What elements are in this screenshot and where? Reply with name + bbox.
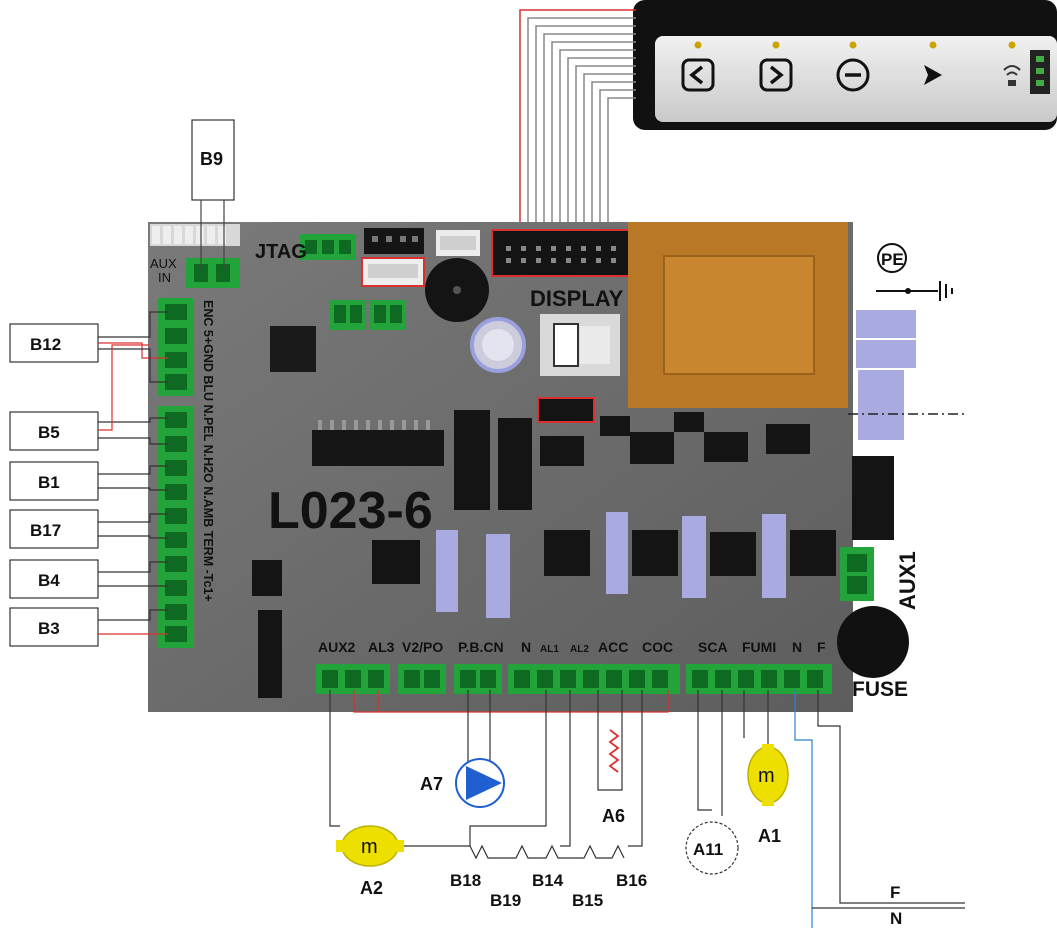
fuse-label: FUSE [852, 678, 908, 701]
transformer [628, 222, 848, 408]
line-n-label: N [890, 909, 902, 928]
a11-label: A11 [693, 840, 723, 859]
motor-a2-symbol: m [361, 836, 378, 858]
label-aux2: AUX2 [318, 639, 356, 655]
control-board: JTAG DISPLAY [148, 222, 965, 712]
motor-a2: m A2 [336, 825, 404, 898]
ribbon-cable [519, 9, 636, 245]
a2-label: A2 [360, 878, 383, 898]
line-f-label: F [890, 883, 900, 902]
b19-label: B19 [490, 891, 521, 910]
b1-label: B1 [38, 473, 60, 492]
device-a11: A11 [685, 821, 739, 875]
display-keypad [633, 0, 1057, 130]
bottom-terminal-blocks [316, 664, 832, 694]
motor-a1: m A1 [747, 744, 789, 846]
display-connector [491, 229, 633, 277]
label-f: F [817, 639, 826, 655]
left-sensor-boxes: B12 B5 B1 B17 B4 B3 [9, 323, 99, 647]
minus-icon[interactable] [836, 58, 870, 92]
a6-label: A6 [602, 806, 625, 826]
left-terminal-block [158, 298, 194, 648]
label-al2: AL2 [570, 644, 589, 655]
aux-in-label-bottom: IN [158, 270, 171, 285]
a1-label: A1 [758, 826, 781, 846]
sensor-b9: B9 [191, 119, 235, 270]
label-sca: SCA [698, 639, 728, 655]
b3-label: B3 [38, 619, 60, 638]
chevron-right-icon[interactable] [759, 58, 793, 92]
label-fumi: FUMI [742, 639, 776, 655]
left-wires [98, 311, 168, 635]
label-n2: N [792, 639, 802, 655]
pe-label: PE [881, 250, 904, 269]
b18-label: B18 [450, 871, 481, 890]
label-n: N [521, 639, 531, 655]
label-coc: COC [642, 639, 673, 655]
heating-element-a6: A6 [602, 729, 625, 826]
wifi-icon[interactable] [1003, 65, 1021, 86]
chevron-left-icon[interactable] [681, 58, 715, 92]
b17-label: B17 [30, 521, 61, 540]
jtag-connector [300, 234, 356, 260]
motor-a1-symbol: m [758, 765, 775, 787]
b5-label: B5 [38, 423, 60, 442]
pump-a7: A7 [420, 758, 505, 808]
label-al3: AL3 [368, 639, 395, 655]
label-v2po: V2/PO [402, 639, 443, 655]
b16-label: B16 [616, 871, 647, 890]
display-label: DISPLAY [530, 286, 624, 311]
board-model-label: L023-6 [268, 482, 433, 540]
aux-in-connector [186, 258, 240, 288]
jtag-label: JTAG [255, 241, 307, 263]
b12-label: B12 [30, 335, 61, 354]
left-terminal-labels: ENC 5+GND BLU N.PEL N.H2O N.AMB TERM -Tc… [201, 300, 215, 602]
fuse [837, 606, 909, 678]
label-acc: ACC [598, 639, 628, 655]
aux1-label: AUX1 [895, 551, 920, 610]
b15-label: B15 [572, 891, 603, 910]
b4-label: B4 [38, 571, 60, 590]
aux-in-label-top: AUX [150, 256, 177, 271]
play-icon[interactable] [924, 65, 942, 85]
b14-label: B14 [532, 871, 564, 890]
b9-label: B9 [200, 149, 223, 169]
a7-label: A7 [420, 774, 443, 794]
pe-terminal: PE [876, 243, 953, 301]
bottom-wires [329, 690, 965, 928]
label-pbcn: P.B.CN [458, 639, 504, 655]
label-al1: AL1 [540, 644, 559, 655]
